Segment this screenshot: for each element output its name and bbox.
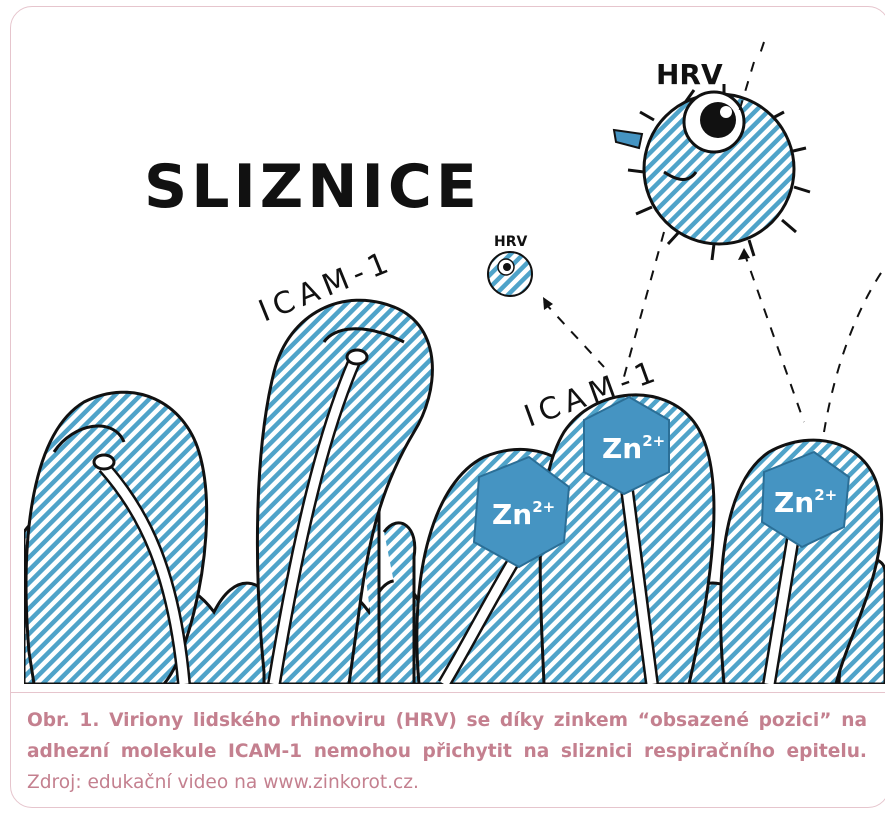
caption-bold: Obr. 1. Viriony lidského rhinoviru (HRV)… — [27, 710, 867, 762]
motion-arrowheads — [543, 248, 750, 310]
caption-divider — [10, 692, 885, 693]
receptor-left — [26, 392, 207, 684]
figure-caption: Obr. 1. Viriony lidského rhinoviru (HRV)… — [27, 705, 867, 798]
hrv-large-label: HRV — [656, 58, 723, 91]
hrv-small-label: HRV — [494, 234, 527, 250]
mucosa-title: SLIZNICE — [144, 152, 481, 222]
illustration: Zn2+ Zn2+ Zn2+ SLIZNICE ICAM-1 ICAM-1 HR… — [24, 12, 885, 684]
caption-source: Zdroj: edukační video na www.zinkorot.cz… — [27, 772, 419, 793]
hrv-small-virus: HRV — [488, 234, 532, 296]
hrv-large-virus: HRV — [614, 58, 810, 260]
